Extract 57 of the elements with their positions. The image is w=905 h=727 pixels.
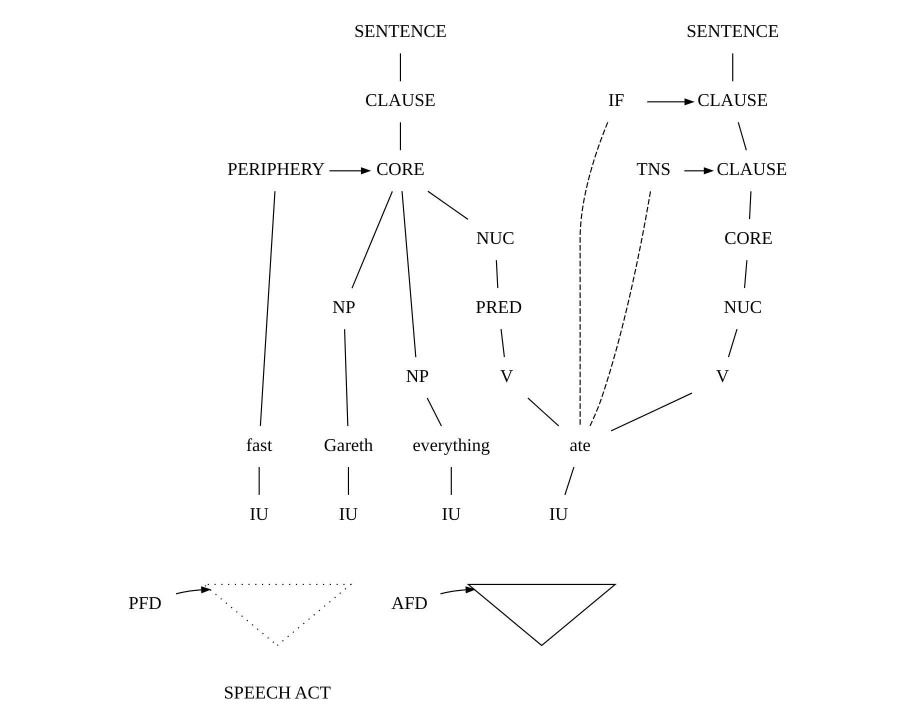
node-text: CORE xyxy=(376,159,424,180)
connector xyxy=(732,53,733,82)
node-text: Gareth xyxy=(323,434,373,455)
connector xyxy=(527,398,559,426)
node-text: PRED xyxy=(475,296,522,317)
connector xyxy=(347,467,349,495)
connector xyxy=(579,122,608,426)
label: SPEECH ACT xyxy=(223,682,330,702)
connector xyxy=(344,329,348,426)
arrow xyxy=(684,167,714,174)
node-text: CORE xyxy=(724,228,772,248)
node-text: CLAUSE xyxy=(364,90,436,110)
node-text: TNS xyxy=(636,159,670,180)
connector xyxy=(564,466,574,496)
connector xyxy=(399,122,401,150)
node-text: AFD xyxy=(390,593,428,614)
node-text: NUC xyxy=(723,296,762,317)
node-text: CLAUSE xyxy=(716,159,787,180)
connector xyxy=(500,329,504,358)
node-text: PERIPHERY xyxy=(226,159,324,180)
node-text: NP xyxy=(332,296,356,317)
arrow xyxy=(440,586,476,594)
connector xyxy=(426,398,442,426)
node-text: IU xyxy=(249,504,268,524)
arrow xyxy=(646,98,694,106)
arrow xyxy=(329,167,371,174)
node-text: CLAUSE xyxy=(697,90,768,110)
node-text: SENTENCE xyxy=(354,21,446,42)
node-text: IF xyxy=(608,90,624,110)
connector xyxy=(610,392,692,432)
node-text: everything xyxy=(412,434,490,455)
connector xyxy=(589,191,651,426)
connector xyxy=(737,122,746,150)
node-text: SENTENCE xyxy=(686,21,778,42)
connector xyxy=(400,191,416,358)
connector xyxy=(427,190,468,220)
node-text: fast xyxy=(246,434,272,455)
connector xyxy=(351,191,392,288)
node-text: IU xyxy=(338,504,358,524)
arrow xyxy=(175,586,211,594)
node-text: NP xyxy=(405,366,428,386)
connector xyxy=(399,53,401,82)
node-triangle xyxy=(466,584,616,646)
node-text: IU xyxy=(441,504,460,524)
connector xyxy=(748,191,751,220)
connector xyxy=(259,191,275,426)
node-text: V xyxy=(716,366,729,386)
connector xyxy=(727,328,738,358)
connector xyxy=(258,467,260,495)
node-text: V xyxy=(500,366,513,386)
node-text: PFD xyxy=(128,593,162,614)
node-text: ate xyxy=(569,434,590,455)
connector xyxy=(743,260,747,288)
node-text: IU xyxy=(548,504,568,524)
node-text: NUC xyxy=(476,228,514,248)
connector xyxy=(495,260,498,288)
connector xyxy=(450,467,452,495)
